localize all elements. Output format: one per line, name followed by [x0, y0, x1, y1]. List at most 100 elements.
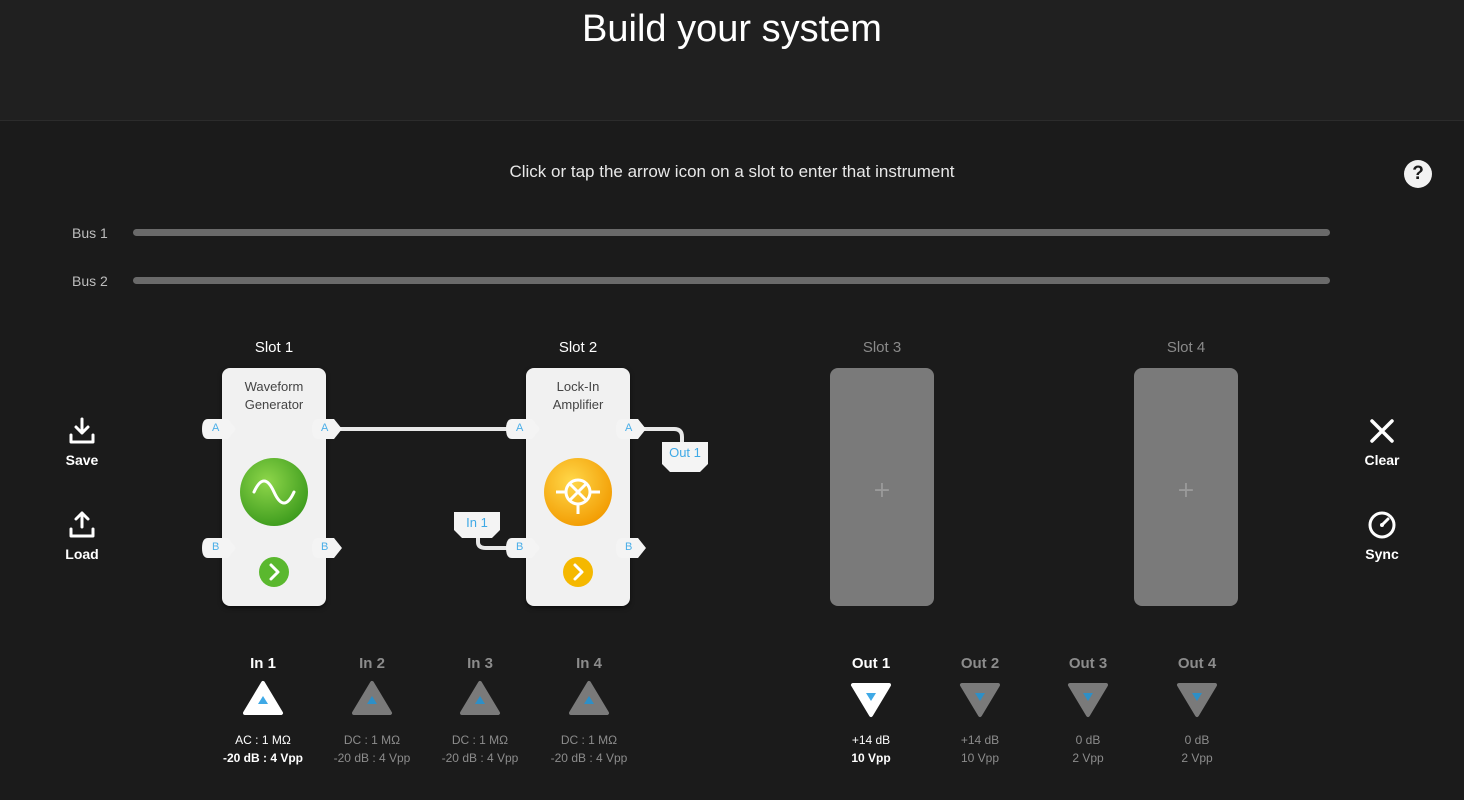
load-label: Load	[65, 546, 99, 562]
slot-2-port-in-a	[506, 419, 540, 439]
output-2-label: Out 2	[960, 655, 1000, 672]
slot-1-port-in-a	[202, 419, 236, 439]
input-2[interactable]: In 2 DC : 1 MΩ -20 dB : 4 Vpp	[322, 655, 422, 767]
add-icon: +	[1176, 478, 1196, 503]
sync-button[interactable]: Sync	[1352, 510, 1412, 562]
slot-2-port-out-a	[616, 419, 646, 439]
output-4-range: 2 Vpp	[1181, 751, 1213, 765]
output-3[interactable]: Out 3 0 dB 2 Vpp	[1038, 655, 1138, 767]
slot-2-card[interactable]: Lock-In Amplifier	[526, 368, 630, 606]
slot-1-in-a-label[interactable]: A	[212, 422, 220, 434]
output-triangle-icon[interactable]	[1147, 679, 1247, 731]
input-4-range: -20 dB : 4 Vpp	[550, 751, 628, 765]
output-1-gain: +14 dB	[851, 733, 891, 747]
output-1[interactable]: Out 1 +14 dB 10 Vpp	[821, 655, 921, 767]
sine-wave-icon	[240, 458, 308, 526]
slot-2-port-in-b	[506, 538, 540, 558]
output-2-gain: +14 dB	[960, 733, 1000, 747]
enter-arrow-icon[interactable]	[562, 556, 594, 588]
instructions-text: Click or tap the arrow icon on a slot to…	[509, 162, 955, 181]
input-1-range: -20 dB : 4 Vpp	[222, 751, 303, 765]
slot-2-out-b-label[interactable]: B	[625, 541, 633, 553]
input-triangle-icon[interactable]	[213, 679, 313, 731]
slot-4-title: Slot 4	[1166, 339, 1206, 356]
slot-1-out-a-label[interactable]: A	[321, 422, 329, 434]
clear-label: Clear	[1364, 452, 1400, 468]
slot-1-port-out-b	[312, 538, 342, 558]
input-1-label: In 1	[250, 655, 276, 672]
slot-2-out-a-label[interactable]: A	[625, 422, 633, 434]
wire-slot2-to-out1	[642, 427, 684, 444]
input-3[interactable]: In 3 DC : 1 MΩ -20 dB : 4 Vpp	[430, 655, 530, 767]
slot-1-in-b-label[interactable]: B	[212, 541, 220, 553]
input-2-range: -20 dB : 4 Vpp	[333, 751, 411, 765]
output-2[interactable]: Out 2 +14 dB 10 Vpp	[930, 655, 1030, 767]
close-icon	[1370, 419, 1394, 443]
out1-tag	[662, 442, 708, 472]
output-triangle-icon[interactable]	[821, 679, 921, 731]
output-triangle-icon[interactable]	[930, 679, 1030, 731]
clear-button[interactable]: Clear	[1352, 416, 1412, 468]
output-triangle-icon[interactable]	[1038, 679, 1138, 731]
slot-1-port-out-a	[312, 419, 342, 439]
input-3-coupling: DC : 1 MΩ	[451, 733, 509, 747]
slot-3-title: Slot 3	[862, 339, 902, 356]
input-2-label: In 2	[359, 655, 385, 672]
slot-2-in-b-label[interactable]: B	[516, 541, 524, 553]
lock-in-icon	[544, 458, 612, 526]
slot-1-instrument-name: Waveform Generator	[244, 379, 304, 412]
in1-tag	[454, 512, 500, 538]
input-triangle-icon[interactable]	[539, 679, 639, 731]
slot-4-card-empty[interactable]: +	[1134, 368, 1238, 606]
slot-3-card-empty[interactable]: +	[830, 368, 934, 606]
slot-1-title: Slot 1	[254, 339, 294, 356]
save-button[interactable]: Save	[52, 416, 112, 468]
input-2-coupling: DC : 1 MΩ	[343, 733, 401, 747]
bus-2-bar[interactable]	[133, 277, 1330, 284]
output-4-label: Out 4	[1177, 655, 1217, 672]
input-4-coupling: DC : 1 MΩ	[560, 733, 618, 747]
in1-tag-label[interactable]: In 1	[466, 515, 488, 530]
output-1-range: 10 Vpp	[851, 751, 891, 765]
slot-2-title: Slot 2	[558, 339, 598, 356]
input-3-label: In 3	[467, 655, 493, 672]
output-2-range: 10 Vpp	[960, 751, 1000, 765]
input-triangle-icon[interactable]	[430, 679, 530, 731]
output-1-label: Out 1	[851, 655, 891, 672]
upload-icon	[69, 511, 95, 538]
slot-2-in-a-label[interactable]: A	[516, 422, 524, 434]
enter-arrow-icon[interactable]	[258, 556, 290, 588]
slot-1-out-b-label[interactable]: B	[321, 541, 329, 553]
load-button[interactable]: Load	[52, 510, 112, 562]
out1-tag-label[interactable]: Out 1	[669, 445, 701, 460]
input-4[interactable]: In 4 DC : 1 MΩ -20 dB : 4 Vpp	[539, 655, 639, 767]
output-3-gain: 0 dB	[1075, 733, 1101, 747]
input-triangle-icon[interactable]	[322, 679, 422, 731]
bus-1-label: Bus 1	[72, 225, 108, 241]
add-icon: +	[872, 478, 892, 503]
input-4-label: In 4	[576, 655, 602, 672]
bus-1-bar[interactable]	[133, 229, 1330, 236]
bus-2-label: Bus 2	[72, 273, 108, 289]
gauge-icon	[1368, 511, 1396, 539]
slot-2-instrument-name: Lock-In Amplifier	[552, 379, 604, 412]
sync-label: Sync	[1365, 546, 1399, 562]
output-3-range: 2 Vpp	[1072, 751, 1104, 765]
page-title: Build your system	[582, 8, 882, 50]
download-icon	[69, 417, 95, 444]
output-3-label: Out 3	[1068, 655, 1108, 672]
input-1[interactable]: In 1 AC : 1 MΩ -20 dB : 4 Vpp	[213, 655, 313, 767]
header-bar: Build your system	[0, 0, 1464, 121]
wire-in1-to-slot2	[476, 530, 518, 550]
slot-1-port-in-b	[202, 538, 236, 558]
input-1-coupling: AC : 1 MΩ	[235, 733, 291, 747]
save-label: Save	[65, 452, 99, 468]
output-4[interactable]: Out 4 0 dB 2 Vpp	[1147, 655, 1247, 767]
slot-1-card[interactable]: Waveform Generator	[222, 368, 326, 606]
input-3-range: -20 dB : 4 Vpp	[441, 751, 519, 765]
help-icon[interactable]: ?	[1404, 160, 1432, 188]
slot-2-port-out-b	[616, 538, 646, 558]
output-4-gain: 0 dB	[1184, 733, 1210, 747]
